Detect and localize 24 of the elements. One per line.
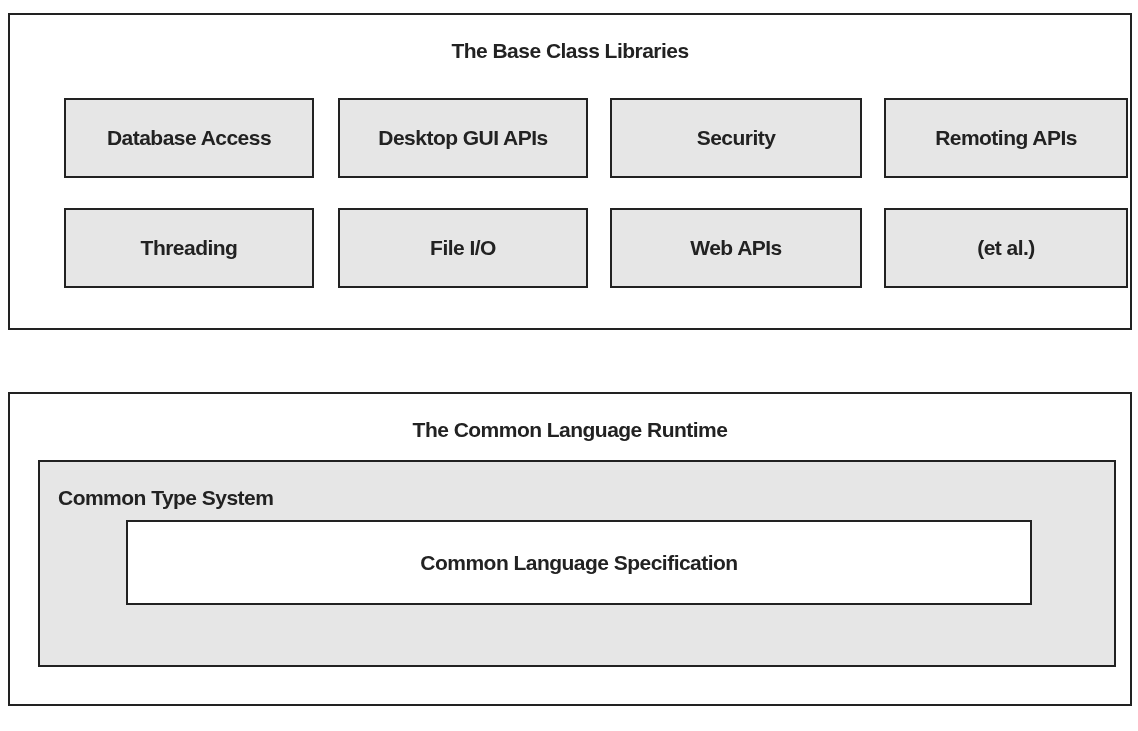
box-label: The Base Class Libraries xyxy=(451,38,689,64)
box-label: Database Access xyxy=(106,125,272,152)
library-box xyxy=(610,98,862,178)
library-box xyxy=(610,208,862,288)
box-label: Remoting APIs xyxy=(935,125,1077,152)
box-label: Desktop GUI APIs xyxy=(378,125,548,152)
specification-box xyxy=(126,520,1032,605)
library-box xyxy=(338,208,588,288)
box-label: Common Type System xyxy=(58,485,274,511)
box-label: Threading xyxy=(140,235,238,262)
box-label: Web APIs xyxy=(690,235,782,262)
library-box xyxy=(338,98,588,178)
box-label: File I/O xyxy=(430,235,496,262)
type-system-box xyxy=(38,460,1116,667)
library-box xyxy=(884,98,1128,178)
section-box xyxy=(8,392,1132,706)
library-box xyxy=(884,208,1128,288)
box-label: Security xyxy=(696,125,776,152)
box-label: Common Language Specification xyxy=(420,549,738,576)
box-label: (et al.) xyxy=(977,235,1035,262)
library-box xyxy=(64,98,314,178)
section-box xyxy=(8,13,1132,330)
library-box xyxy=(64,208,314,288)
box-label: The Common Language Runtime xyxy=(412,417,728,443)
